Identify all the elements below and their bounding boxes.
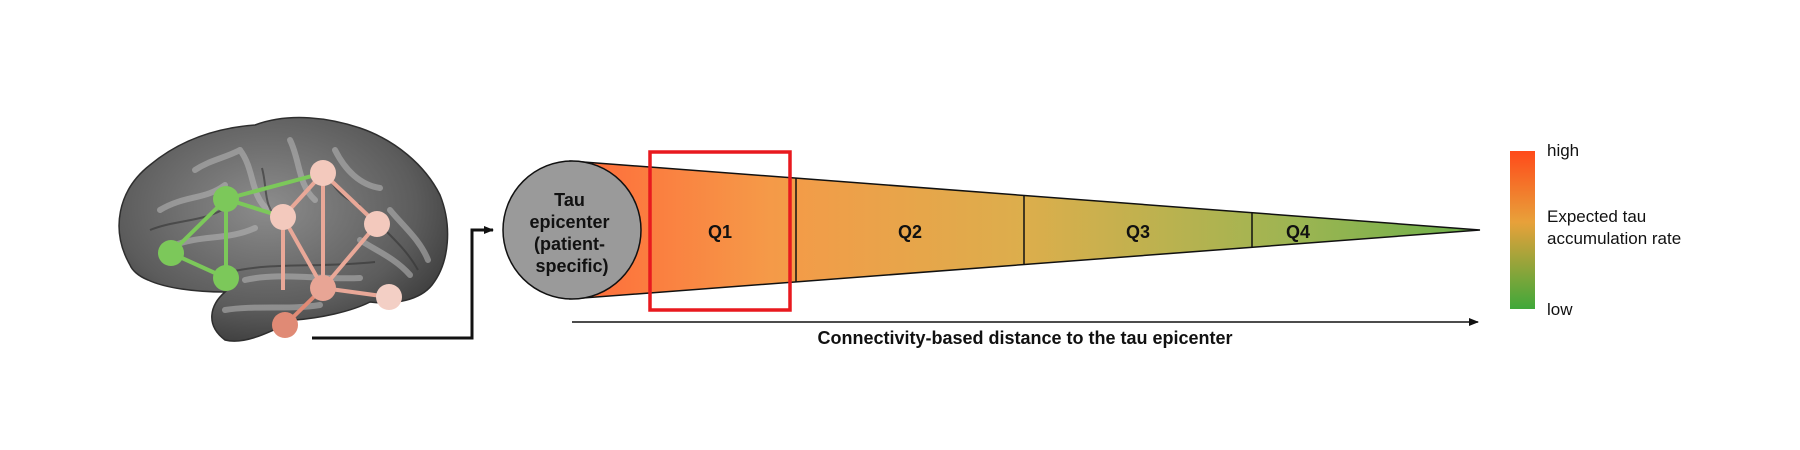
network-node — [376, 284, 402, 310]
distance-axis-label: Connectivity-based distance to the tau e… — [817, 328, 1232, 348]
network-node — [213, 265, 239, 291]
legend-title-line: Expected tau — [1547, 207, 1646, 226]
legend-low-label: low — [1547, 300, 1573, 319]
quartile-label-q3: Q3 — [1126, 222, 1150, 242]
epicenter-line: (patient- — [534, 234, 605, 254]
legend-colorbar — [1510, 151, 1535, 309]
brain-illustration — [118, 116, 449, 342]
brain-sulci — [157, 137, 431, 313]
distance-cone: Q1 Q2 Q3 Q4 — [569, 160, 1481, 300]
network-node — [272, 312, 298, 338]
epicenter-line: epicenter — [529, 212, 609, 232]
cone-body — [569, 160, 1481, 300]
epicenter-line: specific) — [535, 256, 608, 276]
network-node — [213, 186, 239, 212]
epicenter-line: Tau — [554, 190, 585, 210]
quartile-label-q2: Q2 — [898, 222, 922, 242]
network-node — [158, 240, 184, 266]
network-nodes — [158, 160, 402, 338]
connector-arrow — [312, 226, 494, 340]
epicenter-circle — [502, 160, 642, 300]
epicenter-label: Tau epicenter (patient- specific) — [529, 190, 614, 276]
legend-high-label: high — [1547, 141, 1579, 160]
quartile-label-q1: Q1 — [708, 222, 732, 242]
color-legend: high Expected tau accumulation rate low — [1510, 141, 1681, 319]
tau-epicenter: Tau epicenter (patient- specific) — [502, 160, 642, 300]
network-node — [270, 204, 296, 230]
network-node — [364, 211, 390, 237]
network-node — [310, 275, 336, 301]
quartile-label-q4: Q4 — [1286, 222, 1310, 242]
q1-highlight-box — [648, 150, 792, 312]
network-node — [310, 160, 336, 186]
legend-title-line: accumulation rate — [1547, 229, 1681, 248]
legend-title: Expected tau accumulation rate — [1547, 207, 1681, 248]
